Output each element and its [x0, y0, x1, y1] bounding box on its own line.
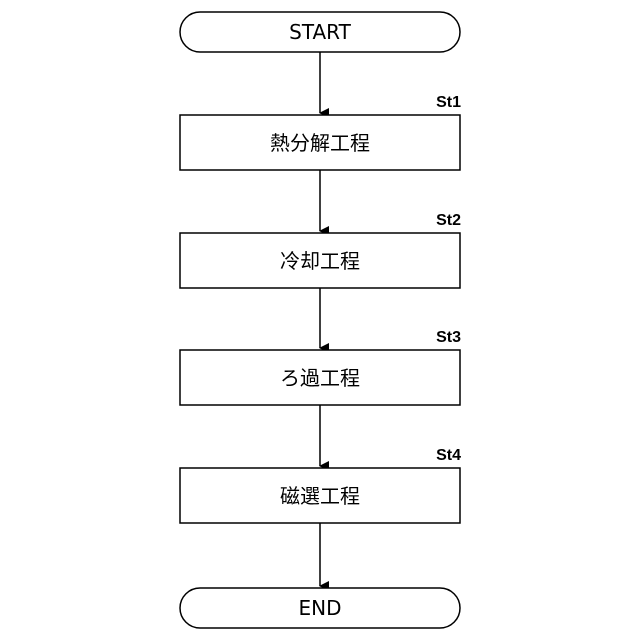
step-4-label: 磁選工程 — [280, 484, 360, 508]
step-1-label: 熱分解工程 — [270, 131, 370, 155]
start-label: START — [289, 20, 351, 44]
end-label: END — [299, 596, 342, 620]
step-3-label: ろ過工程 — [280, 366, 360, 390]
step-1-id: St1 — [436, 94, 461, 111]
step-2-id: St2 — [436, 212, 461, 229]
step-3-id: St3 — [436, 329, 461, 346]
step-2-label: 冷却工程 — [280, 249, 360, 273]
step-4-id: St4 — [436, 447, 461, 464]
end-terminator: END — [180, 588, 460, 628]
start-terminator: START — [180, 12, 460, 52]
